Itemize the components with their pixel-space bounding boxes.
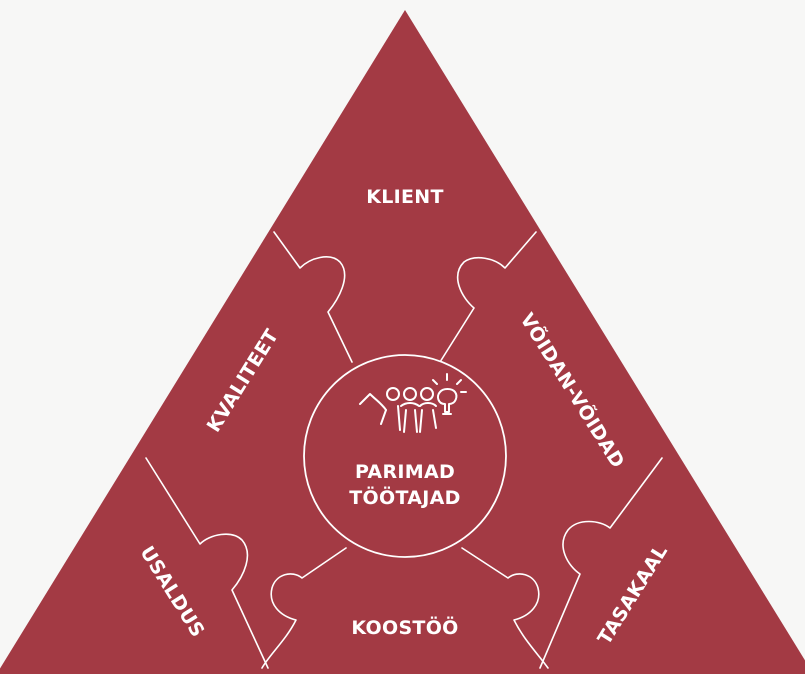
label-klient: KLIENT [366, 186, 444, 208]
seam-bottom-right [461, 547, 549, 669]
center-circle [303, 354, 507, 558]
center-line2: TÖÖTAJAD [349, 485, 460, 509]
seam-top-right [439, 231, 537, 363]
seam-right [539, 457, 663, 669]
seam-bottom-left [261, 547, 347, 669]
triangle-background [0, 10, 805, 674]
team-lightbulb-icon [359, 373, 467, 433]
seam-left [145, 457, 269, 669]
puzzle-seams [145, 231, 663, 669]
seam-top-left [273, 231, 353, 363]
label-koostoo: KOOSTÖÖ [351, 615, 458, 639]
center-line1: PARIMAD [355, 461, 455, 483]
